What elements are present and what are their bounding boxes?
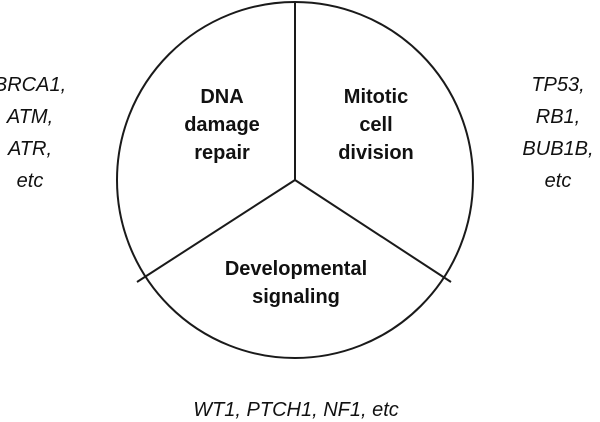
gene-label: BUB1B,: [522, 138, 593, 160]
gene-list-bottom: WT1, PTCH1, NF1, etc: [193, 399, 399, 421]
gene-label: TP53,: [531, 74, 584, 96]
sector-mitotic-cell-division: Mitotic cell division: [338, 86, 414, 164]
gene-label: etc: [17, 170, 44, 192]
sector-label-line: cell: [359, 114, 392, 136]
gene-label: RB1,: [536, 106, 580, 128]
divider-lower-left: [136, 179, 296, 283]
gene-label: etc: [545, 170, 572, 192]
gene-label: ATR,: [7, 138, 52, 160]
sector-label-line: Mitotic: [344, 86, 408, 108]
sector-label-line: repair: [194, 142, 250, 164]
sector-label-line: division: [338, 142, 414, 164]
sector-dna-damage-repair: DNA damage repair: [184, 86, 260, 164]
sector-developmental-signaling: Developmental signaling: [225, 258, 367, 308]
gene-list-right: TP53, RB1, BUB1B, etc: [522, 74, 593, 192]
gene-label: BRCA1,: [0, 74, 66, 96]
sector-label-line: signaling: [252, 286, 340, 308]
gene-list-left: BRCA1, ATM, ATR, etc: [0, 74, 66, 192]
gene-label: ATM,: [6, 106, 53, 128]
divider-lower-right: [294, 179, 452, 283]
sector-label-line: Developmental: [225, 258, 367, 280]
sector-label-line: DNA: [200, 86, 243, 108]
sector-label-line: damage: [184, 114, 260, 136]
